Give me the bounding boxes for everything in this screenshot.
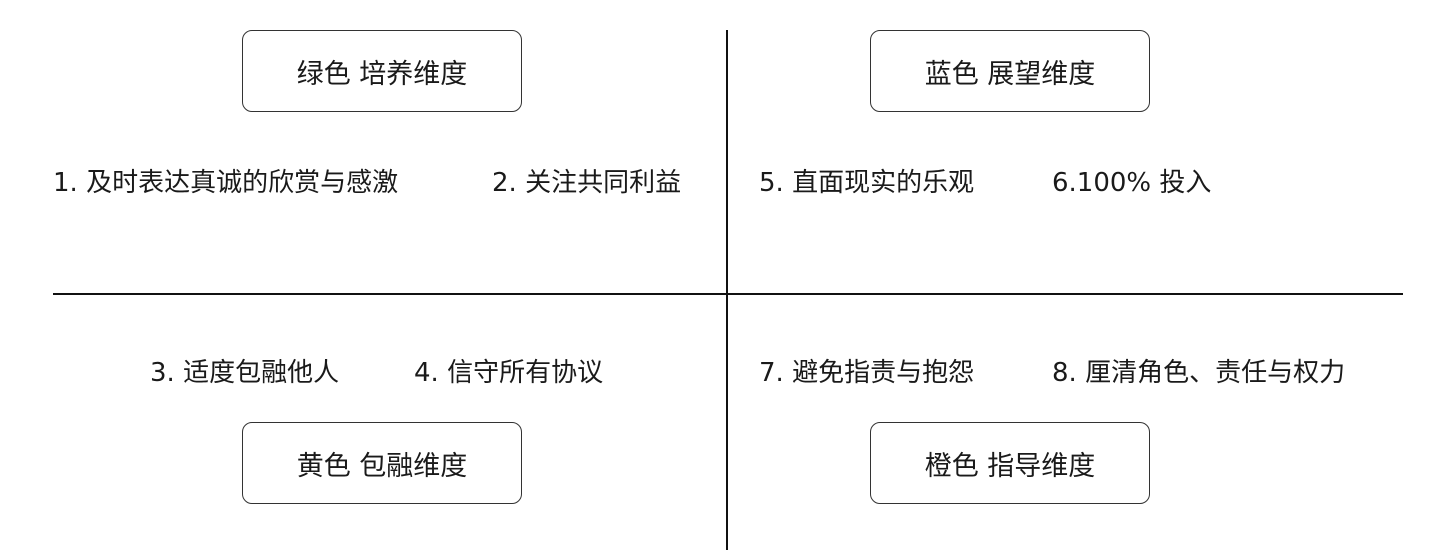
blue-dimension-label: 蓝色 展望维度: [924, 58, 1096, 90]
green-dimension-label: 绿色 培养维度: [296, 58, 468, 90]
item-7: 7. 避免指责与抱怨: [759, 358, 975, 388]
item-8: 8. 厘清角色、责任与权力: [1052, 358, 1346, 388]
item-6: 6.100% 投入: [1052, 168, 1212, 198]
item-4: 4. 信守所有协议: [414, 358, 604, 388]
item-2: 2. 关注共同利益: [492, 168, 682, 198]
vertical-axis: [726, 30, 728, 550]
item-3: 3. 适度包融他人: [150, 358, 340, 388]
orange-dimension-label: 橙色 指导维度: [924, 450, 1096, 482]
blue-dimension-box: 蓝色 展望维度: [870, 30, 1150, 112]
yellow-dimension-box: 黄色 包融维度: [242, 422, 522, 504]
orange-dimension-box: 橙色 指导维度: [870, 422, 1150, 504]
horizontal-axis: [53, 293, 1403, 295]
yellow-dimension-label: 黄色 包融维度: [296, 450, 468, 482]
green-dimension-box: 绿色 培养维度: [242, 30, 522, 112]
item-5: 5. 直面现实的乐观: [759, 168, 975, 198]
item-1: 1. 及时表达真诚的欣赏与感激: [53, 168, 399, 198]
